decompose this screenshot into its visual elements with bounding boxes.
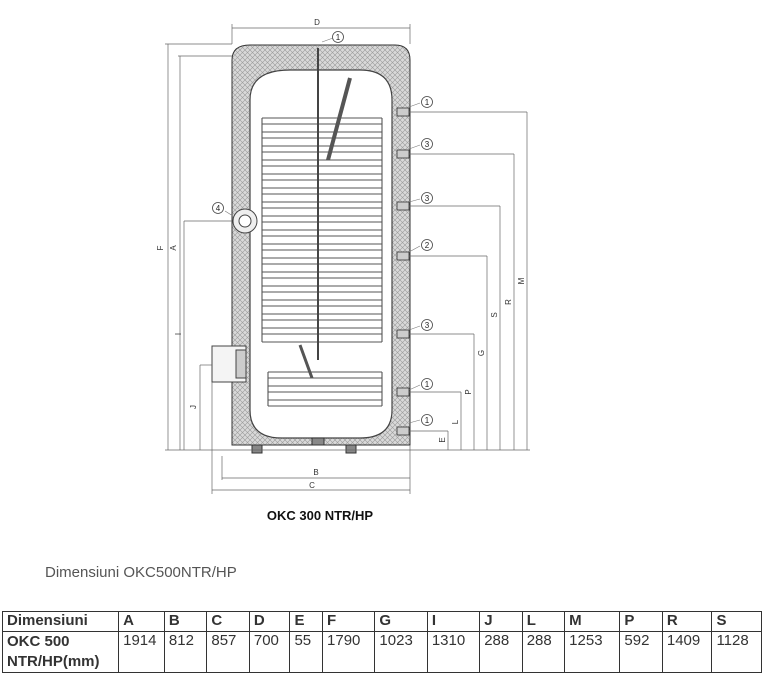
dim-letter-F: F (156, 245, 165, 250)
header-cell: F (322, 611, 376, 632)
dim-letter-P: P (464, 389, 473, 394)
lower-coil (267, 371, 383, 407)
header-cell: D (248, 611, 291, 632)
header-cell: B (163, 611, 208, 632)
dim-letter-M: M (517, 277, 526, 284)
value-cell: 288 (521, 631, 566, 673)
value-cell: 1253 (564, 631, 621, 673)
callout-1-lower: 1 (425, 380, 430, 389)
dim-letter-J: J (189, 405, 198, 409)
header-cell: Dimensiuni (1, 611, 120, 632)
header-cell: L (521, 611, 566, 632)
drawing-model-label: OKC 300 NTR/HP (266, 508, 374, 523)
dim-letter-R: R (504, 299, 513, 305)
callout-3-b: 3 (425, 194, 430, 203)
callout-3-c: 3 (425, 321, 430, 330)
dim-letter-G: G (477, 350, 486, 356)
value-cell: 857 (206, 631, 250, 673)
callout-1-bottom: 1 (425, 416, 430, 425)
table-header-row: Dimensiuni A B C D E F G I J L M P R S (1, 611, 762, 632)
header-cell: R (661, 611, 713, 632)
callout-2: 2 (425, 241, 430, 250)
value-cell: 812 (163, 631, 208, 673)
table-row: OKC 500 NTR/HP(mm) 1914 812 857 700 55 1… (1, 631, 762, 673)
header-cell: A (118, 611, 165, 632)
header-cell: E (289, 611, 324, 632)
header-cell: P (619, 611, 663, 632)
value-cell: 55 (289, 631, 324, 673)
value-cell: 1023 (374, 631, 428, 673)
row-label-cell: OKC 500 NTR/HP(mm) (1, 631, 120, 673)
header-cell: S (711, 611, 762, 632)
dim-letter-D: D (314, 18, 320, 27)
dim-letter-A: A (169, 245, 178, 251)
callout-4: 4 (216, 204, 221, 213)
dimensions-table: Dimensiuni A B C D E F G I J L M P R S O… (1, 611, 762, 673)
dim-letter-B: B (313, 468, 318, 477)
value-cell: 1790 (322, 631, 376, 673)
value-cell: 592 (619, 631, 663, 673)
callout-1-upper: 1 (425, 98, 430, 107)
header-cell: I (426, 611, 481, 632)
dim-letter-E: E (438, 437, 447, 442)
technical-drawing: D B C F A I J M R S G P L E 1 1 3 3 2 3 … (156, 18, 530, 494)
header-cell: C (206, 611, 250, 632)
value-cell: 1310 (426, 631, 481, 673)
value-cell: 1128 (711, 631, 762, 673)
callout-3-a: 3 (425, 140, 430, 149)
value-cell: 288 (479, 631, 523, 673)
upper-coil (261, 117, 383, 343)
header-cell: G (374, 611, 428, 632)
dimensions-caption: Dimensiuni OKC500NTR/HP (45, 564, 237, 581)
header-cell: J (479, 611, 523, 632)
dim-letter-C: C (309, 481, 315, 490)
dim-letter-S: S (490, 312, 499, 317)
inner-tank (249, 69, 393, 439)
callout-1-top: 1 (336, 33, 341, 42)
value-cell: 700 (248, 631, 291, 673)
header-cell: M (564, 611, 621, 632)
value-cell: 1914 (118, 631, 165, 673)
value-cell: 1409 (661, 631, 713, 673)
dim-letter-L: L (451, 419, 460, 424)
dim-letter-I: I (174, 333, 183, 335)
